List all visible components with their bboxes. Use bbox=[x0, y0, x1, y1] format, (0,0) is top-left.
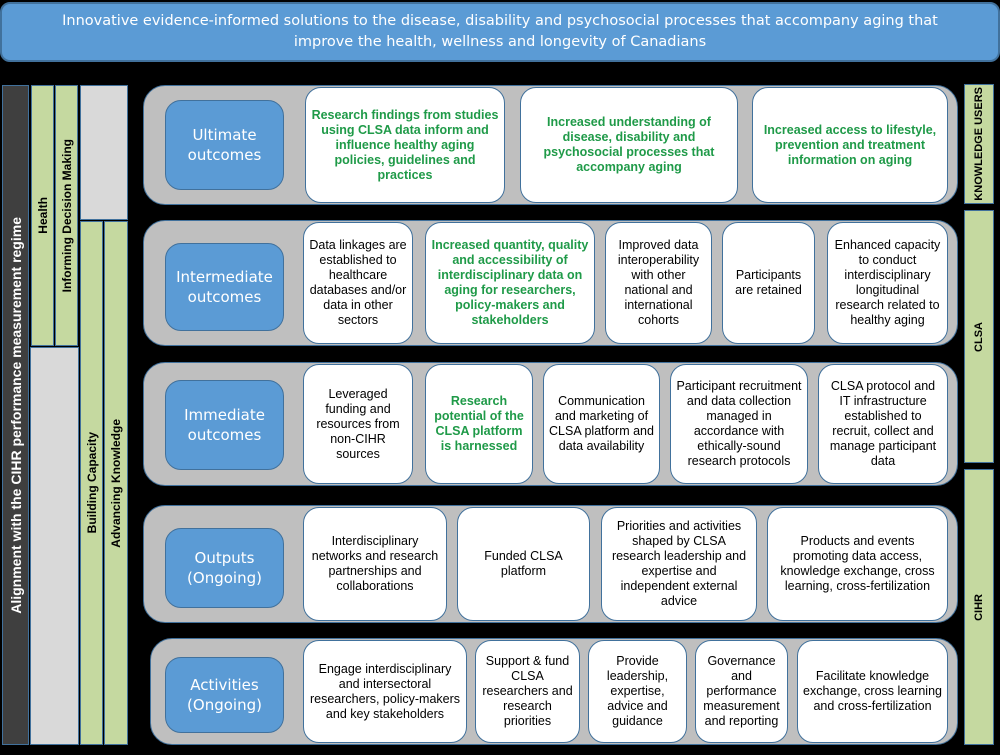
outcome-card: Provide leadership, expertise, advice an… bbox=[588, 640, 687, 743]
outcome-card: Improved data interoperability with othe… bbox=[605, 222, 712, 344]
outcome-card: Governance and performance measurement a… bbox=[695, 640, 788, 743]
cihr-label: CIHR bbox=[973, 593, 985, 621]
knowledge-users-label: KNOWLEDGE USERS bbox=[973, 87, 985, 201]
building-label: Building Capacity bbox=[84, 432, 99, 534]
outcome-card: Data linkages are established to healthc… bbox=[303, 222, 413, 344]
outcome-card: Enhanced capacity to conduct interdiscip… bbox=[827, 222, 948, 344]
outcome-card: Support & fund CLSA researchers and rese… bbox=[475, 640, 580, 743]
outcome-card: Increased understanding of disease, disa… bbox=[520, 87, 738, 203]
outcome-card: Priorities and activities shaped by CLSA… bbox=[601, 507, 757, 621]
outcome-card: Interdisciplinary networks and research … bbox=[303, 507, 447, 621]
outcome-card: Leveraged funding and resources from non… bbox=[303, 364, 413, 484]
informing-label: Informing Decision Making bbox=[59, 138, 74, 293]
outcome-card: Increased access to lifestyle, preventio… bbox=[752, 87, 948, 203]
filler-block bbox=[30, 347, 79, 745]
outcome-card: Research potential of the CLSA platform … bbox=[425, 364, 533, 484]
health-label: Health bbox=[35, 197, 50, 234]
alignment-label: Alignment with the CIHR performance meas… bbox=[7, 216, 24, 614]
vision-text: Innovative evidence-informed solutions t… bbox=[62, 13, 938, 50]
cihr-column: CIHR bbox=[964, 469, 994, 745]
clsa-column: CLSA bbox=[964, 210, 994, 463]
outcome-card: Increased quantity, quality and accessib… bbox=[425, 222, 595, 344]
row-label: Outputs (Ongoing) bbox=[165, 528, 284, 608]
health-column: Health bbox=[31, 85, 54, 346]
alignment-column: Alignment with the CIHR performance meas… bbox=[2, 85, 29, 745]
row-label: Ultimate outcomes bbox=[165, 100, 284, 190]
outcome-card: Communication and marketing of CLSA plat… bbox=[543, 364, 660, 484]
filler-block bbox=[80, 85, 128, 220]
outcome-card: CLSA protocol and IT infrastructure esta… bbox=[818, 364, 948, 484]
building-capacity-column: Building Capacity bbox=[80, 221, 103, 745]
informing-decision-column: Informing Decision Making bbox=[55, 85, 78, 346]
outcome-card: Engage interdisciplinary and intersector… bbox=[303, 640, 467, 743]
outcome-card: Facilitate knowledge exchange, cross lea… bbox=[797, 640, 948, 743]
knowledge-users-column: KNOWLEDGE USERS bbox=[964, 84, 994, 204]
vision-banner: Innovative evidence-informed solutions t… bbox=[0, 2, 1000, 62]
outcome-card: Research findings from studies using CLS… bbox=[305, 87, 505, 203]
outcome-card: Products and events promoting data acces… bbox=[767, 507, 948, 621]
clsa-label: CLSA bbox=[973, 321, 985, 352]
outcome-card: Funded CLSA platform bbox=[457, 507, 590, 621]
advancing-label: Advancing Knowledge bbox=[109, 418, 123, 548]
row-label: Immediate outcomes bbox=[165, 380, 284, 470]
outcome-card: Participant recruitment and data collect… bbox=[670, 364, 808, 484]
outcome-card: Participants are retained bbox=[722, 222, 815, 344]
advancing-knowledge-column: Advancing Knowledge bbox=[104, 221, 128, 745]
row-label: Intermediate outcomes bbox=[165, 243, 284, 331]
row-label: Activities (Ongoing) bbox=[165, 657, 284, 733]
